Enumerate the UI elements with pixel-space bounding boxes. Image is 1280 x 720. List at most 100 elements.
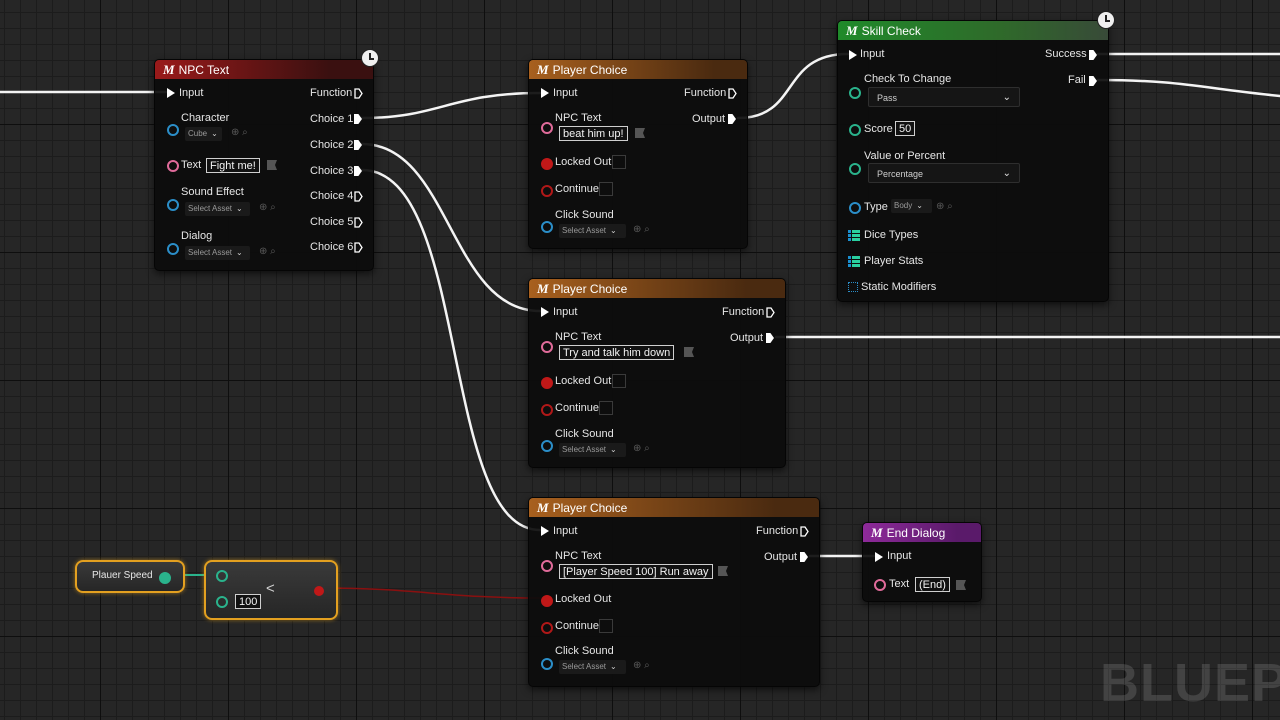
character-combo[interactable]: Cube⌄ (185, 127, 222, 141)
exec-in-icon[interactable] (541, 88, 549, 98)
player-speed-variable[interactable]: Plauer Speed (75, 560, 185, 593)
browse-icon[interactable]: ⊕ ⌕ (259, 246, 276, 257)
dialog-combo[interactable]: Select Asset⌄ (185, 246, 250, 260)
continue-pin[interactable] (541, 404, 553, 416)
browse-icon[interactable]: ⊕ ⌕ (259, 202, 276, 213)
exec-out-icon[interactable] (1089, 50, 1097, 60)
npc-text-field[interactable]: beat him up! (559, 126, 628, 141)
array-icon[interactable] (848, 256, 860, 268)
browse-icon[interactable]: ⊕ ⌕ (633, 224, 650, 235)
exec-in-icon[interactable] (849, 50, 857, 60)
sound-effect-combo[interactable]: Select Asset⌄ (185, 202, 250, 216)
variable-out-pin[interactable] (159, 572, 171, 584)
localize-flag-icon[interactable] (718, 566, 728, 576)
browse-icon[interactable]: ⊕ ⌕ (633, 660, 650, 671)
check-to-change-pin[interactable] (849, 87, 861, 99)
continue-checkbox[interactable] (599, 182, 613, 196)
exec-out-icon[interactable] (1089, 76, 1097, 86)
value-or-percent-pin[interactable] (849, 163, 861, 175)
locked-out-pin[interactable] (541, 377, 553, 389)
locked-out-checkbox[interactable] (612, 374, 626, 388)
exec-out-icon[interactable] (766, 307, 775, 318)
click-sound-combo[interactable]: Select Asset⌄ (559, 224, 626, 238)
exec-in-icon[interactable] (167, 88, 175, 98)
npc-text-field[interactable]: [Player Speed 100] Run away (559, 564, 713, 579)
sound-effect-pin[interactable] (167, 199, 179, 211)
exec-in-icon[interactable] (541, 526, 549, 536)
exec-out-icon[interactable] (728, 114, 736, 124)
localize-flag-icon[interactable] (956, 580, 966, 590)
input-label: Input (553, 525, 578, 537)
exec-out-icon[interactable] (354, 88, 363, 99)
exec-out-icon[interactable] (766, 333, 774, 343)
continue-checkbox[interactable] (599, 619, 613, 633)
click-sound-combo[interactable]: Select Asset⌄ (559, 443, 626, 457)
skill-check-title: Skill Check (861, 24, 921, 38)
exec-out-icon[interactable] (800, 552, 808, 562)
exec-out-icon[interactable] (354, 114, 362, 124)
exec-out-icon[interactable] (354, 242, 363, 253)
array-icon[interactable] (848, 230, 860, 242)
click-sound-pin[interactable] (541, 221, 553, 233)
exec-out-icon[interactable] (354, 140, 362, 150)
browse-icon[interactable]: ⊕ ⌕ (231, 127, 248, 138)
npc-text-pin[interactable] (541, 560, 553, 572)
localize-flag-icon[interactable] (684, 347, 694, 357)
continue-pin[interactable] (541, 185, 553, 197)
exec-in-icon[interactable] (875, 552, 883, 562)
browse-icon[interactable]: ⊕ ⌕ (936, 201, 953, 212)
localize-flag-icon[interactable] (635, 128, 645, 138)
localize-flag-icon[interactable] (267, 160, 277, 170)
text-field[interactable]: Fight me! (206, 158, 260, 173)
compare-in-a-pin[interactable] (216, 570, 228, 582)
dialog-pin[interactable] (167, 243, 179, 255)
score-pin[interactable] (849, 124, 861, 136)
npc-text-pin[interactable] (541, 122, 553, 134)
continue-pin[interactable] (541, 622, 553, 634)
score-field[interactable]: 50 (895, 121, 915, 136)
locked-out-checkbox[interactable] (612, 155, 626, 169)
locked-out-pin[interactable] (541, 595, 553, 607)
macro-icon: M (871, 525, 883, 540)
compare-in-b-pin[interactable] (216, 596, 228, 608)
check-to-change-dropdown[interactable]: Pass⌄ (868, 87, 1020, 107)
click-sound-combo[interactable]: Select Asset⌄ (559, 660, 626, 674)
click-sound-pin[interactable] (541, 658, 553, 670)
text-pin[interactable] (167, 160, 179, 172)
compare-out-pin[interactable] (314, 586, 324, 596)
value-or-percent-dropdown[interactable]: Percentage⌄ (868, 163, 1020, 183)
npc-text-pin[interactable] (541, 341, 553, 353)
exec-out-icon[interactable] (728, 88, 737, 99)
exec-out-icon[interactable] (354, 166, 362, 176)
continue-checkbox[interactable] (599, 401, 613, 415)
player-choice-title: Player Choice (552, 63, 628, 77)
compare-value-field[interactable]: 100 (235, 594, 262, 609)
click-sound-pin[interactable] (541, 440, 553, 452)
text-pin[interactable] (874, 579, 886, 591)
end-text-field[interactable]: (End) (915, 577, 950, 592)
browse-icon[interactable]: ⊕ ⌕ (633, 443, 650, 454)
type-pin[interactable] (849, 202, 861, 214)
npc-text-field[interactable]: Try and talk him down (559, 345, 675, 360)
exec-out-icon[interactable] (800, 526, 809, 537)
exec-out-icon[interactable] (354, 191, 363, 202)
character-pin[interactable] (167, 124, 179, 136)
set-icon[interactable] (848, 282, 858, 292)
type-combo[interactable]: Body⌄ (891, 199, 932, 213)
locked-out-pin[interactable] (541, 158, 553, 170)
exec-in-icon[interactable] (541, 307, 549, 317)
exec-out-icon[interactable] (354, 217, 363, 228)
less-than-node[interactable]: 100 < (204, 560, 338, 620)
